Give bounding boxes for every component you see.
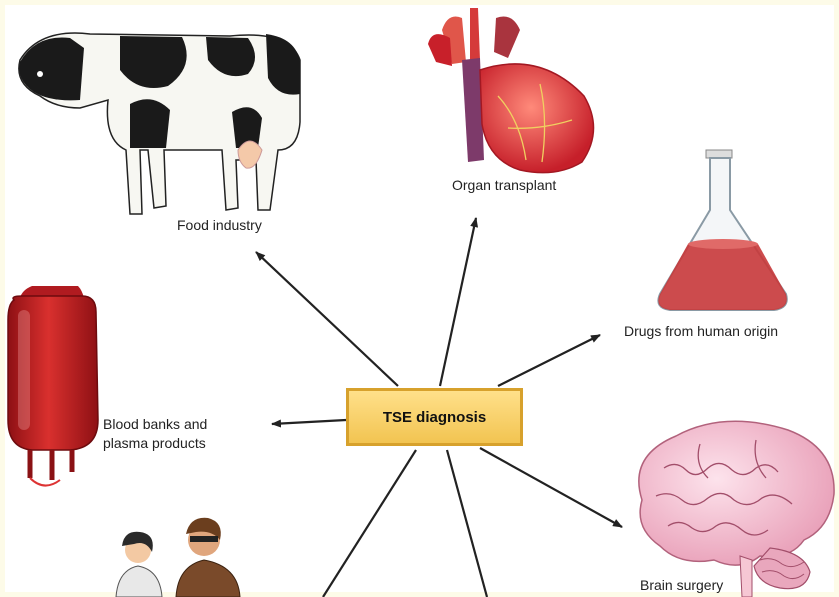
arrow-to-food <box>256 252 398 386</box>
node-label-blood: Blood banks and plasma products <box>103 415 253 453</box>
arrow-to-blood <box>272 420 346 424</box>
brain-icon <box>639 421 834 597</box>
cow-icon <box>19 33 300 214</box>
arrow-to-drugs <box>498 335 600 386</box>
blood-bag-icon <box>8 286 98 486</box>
node-label-brain: Brain surgery <box>640 576 723 595</box>
people-icon <box>116 518 240 597</box>
arrow-to-brain <box>480 448 622 527</box>
node-label-food: Food industry <box>177 216 262 235</box>
node-label-drugs: Drugs from human origin <box>624 322 778 341</box>
center-node-tse-diagnosis: TSE diagnosis <box>346 388 523 446</box>
arrow-to-bottom-right <box>447 450 487 597</box>
arrow-to-organ <box>440 218 476 386</box>
node-label-organ: Organ transplant <box>452 176 556 195</box>
flask-icon <box>658 150 786 310</box>
center-label: TSE diagnosis <box>383 409 486 426</box>
heart-icon <box>428 8 594 173</box>
arrow-to-bottom-left <box>323 450 416 597</box>
